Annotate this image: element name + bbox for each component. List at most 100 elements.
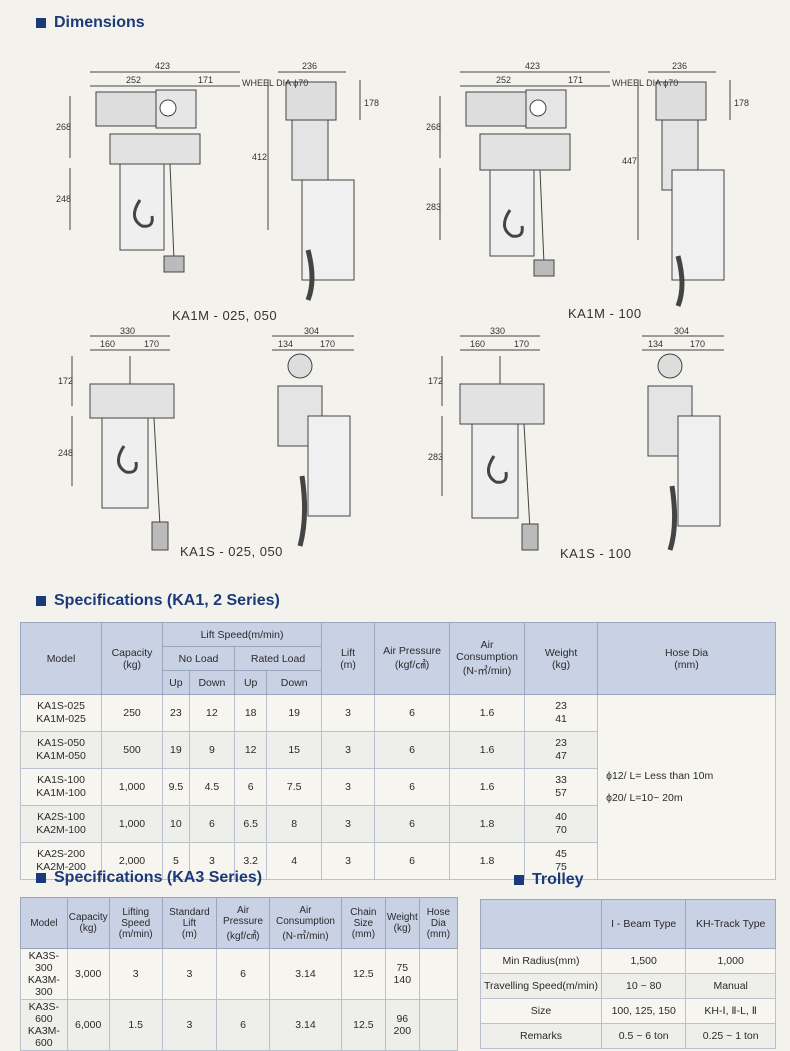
header-down: Down <box>188 670 236 695</box>
cell-kh: 1,000 <box>685 948 776 974</box>
spec-table-ka3: Model Capacity(kg) Lifting Speed(m/min) … <box>20 897 459 1051</box>
dim-label: 283 <box>426 202 441 212</box>
spec3-title: Specifications (KA3 Series) <box>36 869 262 887</box>
cell-ibeam: 10 ~ 80 <box>600 973 687 999</box>
dim-label: 248 <box>58 448 73 458</box>
header-air-consumption: Air Consumption(N-㎥/min) <box>449 622 526 695</box>
header-hose-dia: Hose Dia(mm) <box>418 897 459 949</box>
dim-label: WHEEL DIA ϕ70 <box>612 78 678 88</box>
header-lift: Lift(m) <box>321 622 376 695</box>
bullet-square-icon <box>514 875 524 885</box>
dim-label: 304 <box>674 326 689 336</box>
table-row: Remarks 0.5 ~ 6 ton 0.25 ~ 1 ton <box>480 1023 776 1049</box>
header-air-pressure: Air Pressure(kgf/㎠) <box>374 622 451 695</box>
cell-nl-up: 19 <box>162 731 190 769</box>
dimensions-title-text: Dimensions <box>54 14 145 31</box>
drawing-caption: KA1M - 100 <box>568 306 642 321</box>
dim-label: 134 <box>648 339 663 349</box>
dim-label: 160 <box>470 339 485 349</box>
dim-label: 178 <box>734 98 749 108</box>
dim-label: 330 <box>490 326 505 336</box>
cell-consumption: 1.6 <box>449 731 526 769</box>
cell-pressure: 6 <box>374 694 451 732</box>
dim-label: 134 <box>278 339 293 349</box>
dim-label: 283 <box>428 452 443 462</box>
cell-consumption: 1.6 <box>449 768 526 806</box>
header-capacity: Capacity(kg) <box>66 897 110 949</box>
header-lift-speed: Lift Speed(m/min) <box>161 622 323 647</box>
dim-label: 248 <box>56 194 71 204</box>
cell-rl-up: 12 <box>234 731 268 769</box>
spec12-title: Specifications (KA1, 2 Series) <box>36 592 280 610</box>
cell-nl-down: 6 <box>188 805 236 843</box>
dim-label: 171 <box>568 75 583 85</box>
cell-capacity: 6,000 <box>66 999 110 1051</box>
header-lifting-speed: Lifting Speed(m/min) <box>108 897 163 949</box>
header-capacity: Capacity(kg) <box>101 622 163 695</box>
dim-label: 236 <box>302 61 317 71</box>
dim-label: 172 <box>428 376 443 386</box>
cell-ibeam: 100, 125, 150 <box>600 998 687 1024</box>
dim-label: 252 <box>126 75 141 85</box>
cell-lift: 3 <box>321 805 376 843</box>
cell-label: Size <box>480 998 602 1024</box>
dim-label: 252 <box>496 75 511 85</box>
drawing-caption: KA1M - 025, 050 <box>172 308 278 323</box>
dim-label: 236 <box>672 61 687 71</box>
cell-rl-down: 4 <box>266 842 323 880</box>
header-down: Down <box>266 670 323 695</box>
trolley-table: I - Beam Type KH-Track Type Min Radius(m… <box>480 899 776 1049</box>
dim-label: 160 <box>100 339 115 349</box>
cell-nl-down: 12 <box>188 694 236 732</box>
bullet-square-icon <box>36 596 46 606</box>
dim-label: 447 <box>622 156 637 166</box>
dim-label: 172 <box>58 376 73 386</box>
cell-consumption: 3.14 <box>269 948 342 1000</box>
cell-nl-down: 4.5 <box>188 768 236 806</box>
cell-consumption: 1.6 <box>449 694 526 732</box>
cell-label: Travelling Speed(m/min) <box>480 973 602 999</box>
cell-label: Remarks <box>480 1023 602 1049</box>
cell-capacity: 1,000 <box>101 768 163 806</box>
hose-note-2: ϕ20/ L=10~ 20m <box>606 792 683 804</box>
dim-label: 412 <box>252 152 267 162</box>
header-air-consumption: Air Consumption(N-㎥/min) <box>269 897 342 949</box>
cell-pressure: 6 <box>216 948 271 1000</box>
cell-capacity: 3,000 <box>66 948 110 1000</box>
table-row: Min Radius(mm) 1,500 1,000 <box>480 948 776 974</box>
spec12-title-text: Specifications (KA1, 2 Series) <box>54 592 280 609</box>
cell-kh: Manual <box>685 973 776 999</box>
cell-lift: 3 <box>161 999 218 1051</box>
dimension-drawings: 423 252 171 WHEEL DIA ϕ70 268 248 236 17… <box>0 40 790 580</box>
dim-label: 170 <box>514 339 529 349</box>
cell-rl-down: 8 <box>266 805 323 843</box>
spec-table-ka12: Model Capacity(kg) Lift Speed(m/min) Lif… <box>20 622 776 880</box>
header-kh-track: KH-Track Type <box>685 899 776 949</box>
cell-nl-down: 3 <box>188 842 236 880</box>
cell-rl-up: 3.2 <box>234 842 268 880</box>
cell-rl-up: 6.5 <box>234 805 268 843</box>
cell-hose <box>418 948 459 1000</box>
cell-kh: 0.25 ~ 1 ton <box>685 1023 776 1049</box>
cell-pressure: 6 <box>374 805 451 843</box>
cell-kh: KH-Ⅰ, Ⅱ-L, Ⅱ <box>685 998 776 1024</box>
cell-ibeam: 0.5 ~ 6 ton <box>600 1023 687 1049</box>
cell-pressure: 6 <box>374 842 451 880</box>
header-hose-dia: Hose Dia(mm) <box>597 622 776 695</box>
hoist-drawing-ka1m-025-050: 423 252 171 WHEEL DIA ϕ70 268 248 236 17… <box>56 61 379 301</box>
cell-nl-up: 23 <box>162 694 190 732</box>
cell-rl-down: 19 <box>266 694 323 732</box>
drawing-caption: KA1S - 100 <box>560 546 632 561</box>
header-blank <box>480 899 602 949</box>
